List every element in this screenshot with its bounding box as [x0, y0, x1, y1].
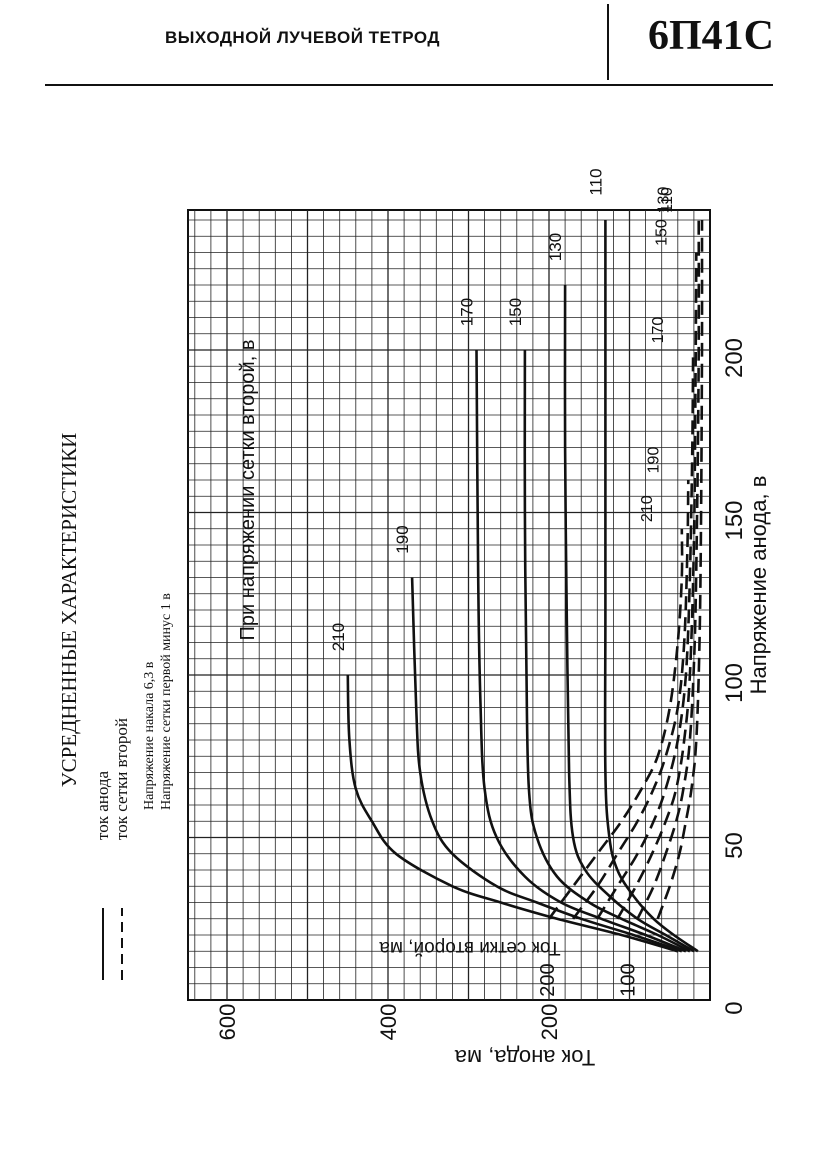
y-axis-label: Ток анода, ма — [454, 1045, 595, 1070]
header-divider-horizontal — [45, 84, 773, 86]
screen-curve-170 — [596, 349, 695, 920]
condition-grid1: Напряжение сетки первой минус 1 в — [159, 593, 174, 810]
screen-curve-150 — [616, 252, 698, 920]
condition-heater: Напряжение накала 6,3 в — [142, 661, 157, 810]
anode-curve-label-150: 150 — [506, 298, 525, 326]
chart-title: УСРЕДНЕННЫЕ ХАРАКТЕРИСТИКИ — [57, 433, 81, 788]
screen-curve-label-150: 150 — [653, 219, 670, 246]
anode-curve-label-170: 170 — [458, 298, 477, 326]
plot-frame — [187, 209, 711, 1001]
y-tick-label: 600 — [215, 1004, 240, 1041]
x-tick-label: 0 — [721, 1001, 748, 1014]
anode-curve-label-190: 190 — [393, 525, 412, 553]
y-tick-label: 200 — [537, 1004, 562, 1041]
screen-curve-210 — [547, 528, 684, 920]
anode-curve-130 — [563, 284, 695, 953]
tube-code: 6П41С — [648, 13, 774, 59]
x-tick-label: 150 — [721, 500, 748, 540]
anode-curve-label-130: 130 — [546, 233, 565, 261]
screen-curve-label-210: 210 — [639, 495, 656, 522]
y-tick-label: 400 — [376, 1004, 401, 1041]
screen-curve-label-190: 190 — [645, 447, 662, 474]
chart-grid — [187, 209, 711, 1001]
screen-curve-label-170: 170 — [650, 317, 667, 344]
screen-curve-190 — [572, 479, 690, 920]
x-tick-label: 50 — [721, 832, 748, 859]
screen-curve-130 — [636, 219, 701, 920]
x-tick-label: 200 — [721, 338, 748, 378]
legend-label-screen: ток сетки второй — [112, 718, 131, 840]
screen-curve-label-130: 130 — [656, 187, 673, 214]
screen-curve-110 — [656, 219, 704, 920]
header-divider-vertical — [607, 4, 609, 80]
y2-tick-label: 200 — [537, 963, 559, 996]
y2-tick-label: 100 — [618, 963, 640, 996]
anode-curve-label-110: 110 — [586, 168, 605, 195]
anode-curve-170 — [475, 349, 687, 953]
header-title: ВЫХОДНОЙ ЛУЧЕВОЙ ТЕТРОД — [165, 28, 441, 47]
screen-curve-label-110: 110 — [659, 187, 676, 213]
x-tick-label: 100 — [721, 663, 748, 703]
legend-label-anode: ток анода — [93, 770, 112, 840]
anode-curve-210 — [346, 674, 679, 953]
anode-curve-150 — [523, 349, 691, 953]
x-axis-label: Напряжение анода, в — [746, 476, 771, 695]
anode-curve-190 — [410, 577, 683, 953]
family-label: При напряжении сетки второй, в — [237, 340, 259, 641]
anode-curve-110 — [603, 220, 699, 953]
y2-axis-label: Ток сетки второй, ма — [379, 937, 561, 958]
anode-curve-label-210: 210 — [329, 623, 348, 651]
